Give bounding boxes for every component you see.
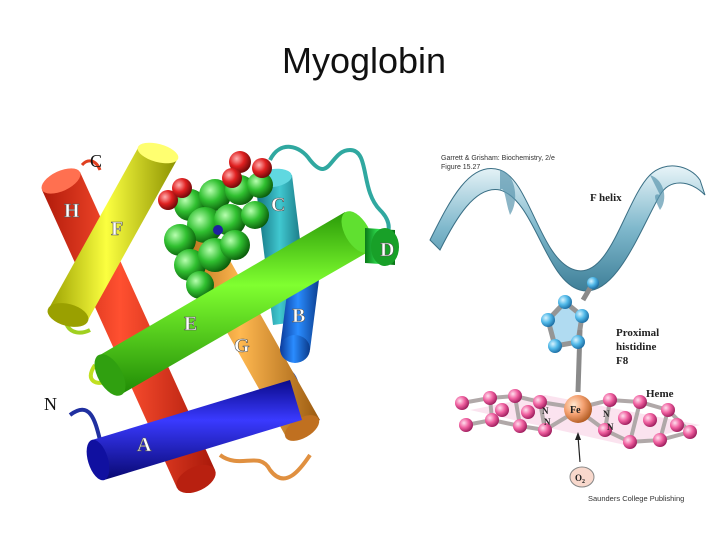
n-terminus-label: N [44, 394, 57, 414]
proximal-label-2: histidine [616, 341, 656, 353]
helix-e-label: E [184, 313, 197, 335]
helix-b-label: B [292, 305, 305, 327]
n-label-4: N [607, 422, 614, 432]
helix-diagram: C N H F C D E B G A [41, 142, 399, 494]
n-label-1: N [542, 406, 549, 416]
helix-e [94, 211, 373, 396]
publisher-credit: Saunders College Publishing [588, 494, 684, 503]
gh-loop [218, 453, 312, 481]
oxygen-label: O2 [575, 473, 585, 485]
oxygen-binding: O2 [569, 432, 595, 488]
credit-text: Garrett & Grisham: Biochemistry, 2/e [441, 155, 555, 162]
figure-number: Figure 15.27 [441, 164, 480, 171]
helix-f-label: F [111, 218, 123, 240]
n-label-2: N [544, 417, 551, 427]
helix-c-label: C [271, 194, 285, 216]
oxygen-arrow-line [577, 435, 581, 463]
c-terminus-label: C [90, 151, 102, 171]
heme-pocket-diagram: Garrett & Grisham: Biochemistry, 2/e Fig… [429, 155, 706, 503]
f-helix-label: F helix [590, 192, 622, 204]
proximal-label-3: F8 [616, 355, 629, 367]
cd-loop [268, 144, 391, 252]
oxygen-marker [569, 466, 595, 488]
f-helix-ribbon [429, 165, 706, 292]
helix-d [365, 228, 399, 266]
fe-label: Fe [570, 405, 581, 416]
helix-a-label: A [137, 434, 152, 456]
proximal-label-1: Proximal [616, 327, 659, 339]
helix-h-label: H [64, 200, 80, 222]
helix-a [86, 380, 302, 481]
helix-f [47, 142, 179, 327]
c-terminal-loop [80, 159, 102, 171]
proximal-histidine [541, 277, 599, 393]
slide-title: Myoglobin [281, 40, 447, 81]
heme-group [455, 389, 700, 449]
n-terminal-loop [68, 407, 102, 441]
n-label-3: N [603, 409, 610, 419]
helix-d-label: D [380, 239, 394, 261]
heme-spheres [158, 151, 273, 299]
heme-label: Heme [646, 388, 674, 400]
oxygen-arrow-head [575, 432, 581, 440]
helix-g-label: G [234, 335, 250, 357]
